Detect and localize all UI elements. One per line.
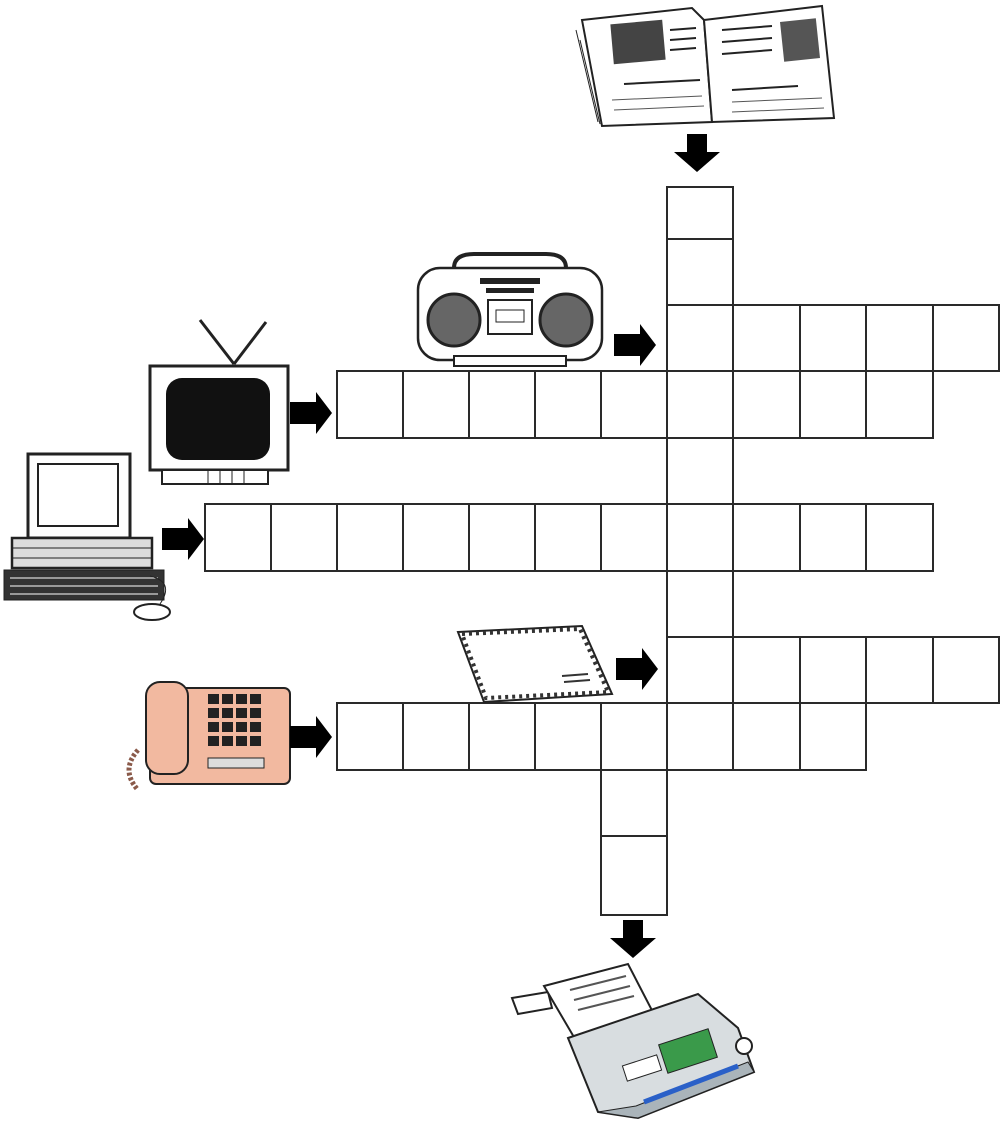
arrow-down-icon: [610, 920, 656, 958]
phone-key: [222, 694, 233, 704]
phone-key: [208, 694, 219, 704]
newspaper-icon: [575, 4, 836, 128]
crossword-cell-television[interactable]: [865, 370, 934, 439]
crossword-cell-computer[interactable]: [600, 503, 668, 572]
crossword-cell-newspaper[interactable]: [666, 238, 734, 306]
crossword-cell-radio[interactable]: [666, 304, 734, 372]
telephone-icon: [126, 681, 291, 792]
radio-cassette-icon: [416, 252, 604, 367]
crossword-cell-telephone[interactable]: [799, 702, 867, 771]
crossword-cell-letter[interactable]: [732, 636, 801, 704]
crossword-cell-television[interactable]: [799, 370, 867, 439]
phone-key: [250, 708, 261, 718]
crossword-cell-computer[interactable]: [204, 503, 272, 572]
crossword-cell-newspaper[interactable]: [666, 570, 734, 638]
crossword-cell-radio[interactable]: [932, 304, 1000, 372]
crossword-cell-computer[interactable]: [336, 503, 404, 572]
crossword-cell-telephone[interactable]: [336, 702, 404, 771]
phone-key: [236, 694, 247, 704]
crossword-cell-newspaper[interactable]: [666, 437, 734, 505]
envelope-icon: [456, 624, 614, 704]
crossword-cell-telephone[interactable]: [534, 702, 602, 771]
crossword-cell-newspaper[interactable]: [666, 186, 734, 240]
phone-key: [222, 722, 233, 732]
crossword-cell-computer[interactable]: [666, 503, 734, 572]
arrow-right-icon: [614, 324, 656, 366]
phone-key: [222, 736, 233, 746]
crossword-cell-computer[interactable]: [468, 503, 536, 572]
crossword-cell-computer[interactable]: [534, 503, 602, 572]
crossword-cell-computer[interactable]: [402, 503, 470, 572]
crossword-cell-telephone[interactable]: [468, 702, 536, 771]
crossword-cell-letter[interactable]: [666, 636, 734, 704]
crossword-cell-letter[interactable]: [932, 636, 1000, 704]
arrow-right-icon: [290, 392, 332, 434]
phone-key: [250, 736, 261, 746]
crossword-cell-computer[interactable]: [732, 503, 801, 572]
crossword-cell-television[interactable]: [600, 370, 668, 439]
phone-key: [236, 736, 247, 746]
crossword-cell-fax[interactable]: [600, 835, 668, 916]
phone-key: [208, 708, 219, 718]
phone-key: [208, 736, 219, 746]
phone-key: [208, 722, 219, 732]
fax-machine-icon: [510, 962, 756, 1120]
crossword-cell-computer[interactable]: [865, 503, 934, 572]
phone-key: [222, 708, 233, 718]
arrow-right-icon: [616, 648, 658, 690]
crossword-cell-telephone[interactable]: [402, 702, 470, 771]
crossword-cell-television[interactable]: [468, 370, 536, 439]
phone-key: [236, 708, 247, 718]
crossword-cell-fax[interactable]: [600, 769, 668, 837]
crossword-cell-fax[interactable]: [600, 702, 668, 771]
crossword-cell-television[interactable]: [336, 370, 404, 439]
television-icon: [148, 319, 290, 485]
phone-key: [236, 722, 247, 732]
arrow-down-icon: [674, 134, 720, 172]
crossword-cell-television[interactable]: [732, 370, 801, 439]
phone-key: [250, 694, 261, 704]
crossword-cell-radio[interactable]: [732, 304, 801, 372]
phone-key: [250, 722, 261, 732]
crossword-cell-television[interactable]: [534, 370, 602, 439]
crossword-cell-computer[interactable]: [799, 503, 867, 572]
crossword-cell-telephone[interactable]: [732, 702, 801, 771]
crossword-cell-letter[interactable]: [865, 636, 934, 704]
crossword-cell-radio[interactable]: [865, 304, 934, 372]
crossword-cell-television[interactable]: [402, 370, 470, 439]
crossword-cell-letter[interactable]: [799, 636, 867, 704]
crossword-cell-telephone[interactable]: [666, 702, 734, 771]
computer-icon: [3, 452, 171, 621]
arrow-right-icon: [162, 518, 204, 560]
crossword-cell-computer[interactable]: [270, 503, 338, 572]
crossword-cell-radio[interactable]: [799, 304, 867, 372]
arrow-right-icon: [290, 716, 332, 758]
crossword-cell-television[interactable]: [666, 370, 734, 439]
